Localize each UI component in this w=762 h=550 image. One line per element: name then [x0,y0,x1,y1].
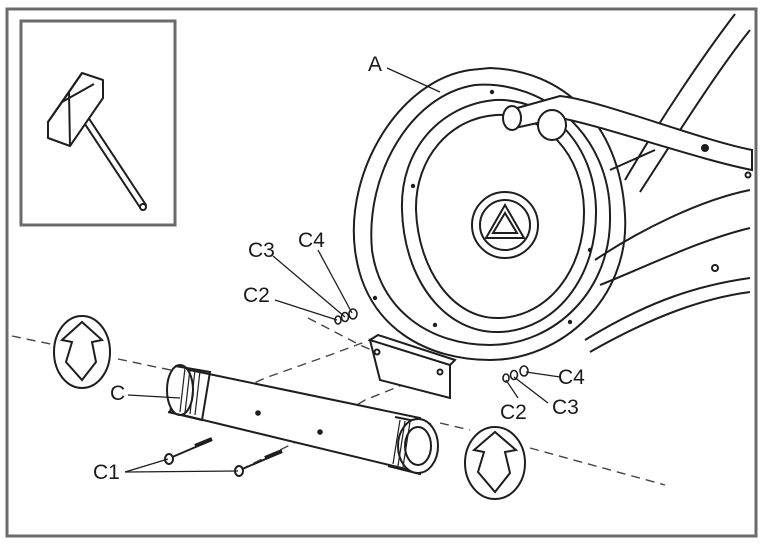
label-c4-right: C4 [558,366,585,389]
label-a: A [368,53,383,76]
rotate-arrows-icon [53,315,111,389]
bike-frame [584,13,752,353]
bolt-c1-pair [164,437,283,477]
label-c: C [110,382,126,405]
label-c2-right: C2 [500,401,527,424]
hardware-right [502,365,529,383]
flywheel-housing [352,66,627,362]
tool-inset [19,19,177,227]
crank-arm [502,94,753,172]
leader-lines [124,67,561,473]
rotate-arrows-icon [464,426,526,500]
label-c2-left: C2 [243,284,270,307]
label-c3-left: C3 [248,239,275,262]
wrench-icon [47,72,147,211]
label-c3-right: C3 [552,396,579,419]
stabilizer-tube [166,364,439,476]
label-c4-left: C4 [298,229,325,252]
housing-bolts [372,89,593,328]
logo-emblem-icon [471,191,539,259]
label-c1: C1 [93,461,120,484]
mounting-bracket [368,333,457,400]
outer-frame [5,7,758,538]
end-cap-ribs [179,367,411,468]
